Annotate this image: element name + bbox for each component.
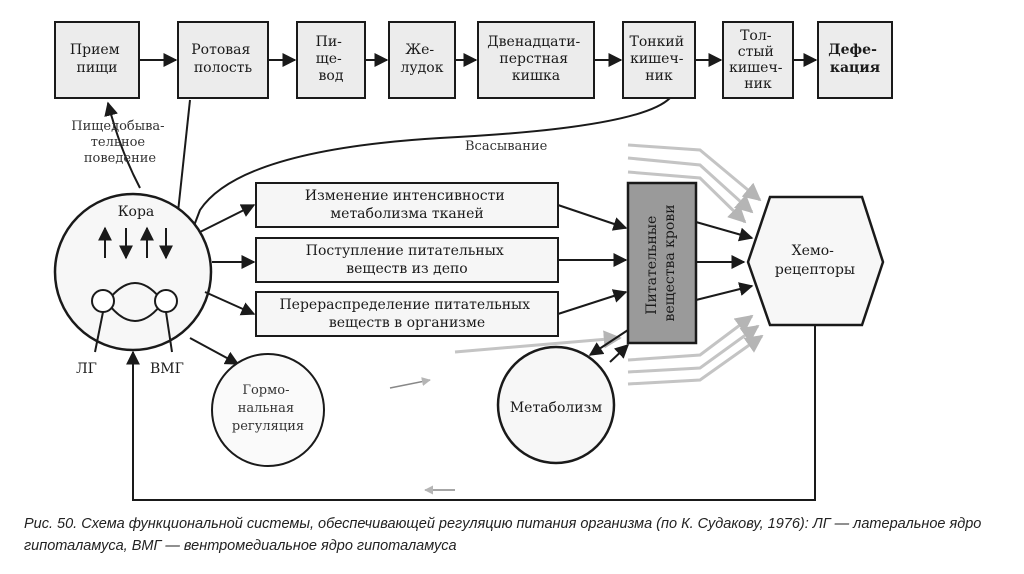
box-depot-nutrients: Поступление питательных веществ из депо	[255, 237, 559, 283]
box-redistribution: Перераспределение питательных веществ в …	[255, 291, 559, 337]
chemoreceptors-node: Хемо- рецепторы	[746, 195, 885, 327]
lg-pointer	[94, 311, 104, 353]
label-depot-nutrients: Поступление питательных веществ из депо	[306, 243, 509, 277]
blood-nutrients-label: Питательные вещества крови	[644, 204, 678, 321]
chain-box-oral-cavity: Ротовая полость	[177, 21, 269, 99]
chain-box-duodenum: Двенадцати- перстная кишка	[477, 21, 595, 99]
vmg-label: ВМГ	[150, 361, 184, 377]
hormonal-regulation-label: Гормо- нальная регуляция	[232, 383, 304, 434]
chain-label-food-intake: Прием пищи	[70, 42, 124, 76]
metabolism-to-blood-arrow	[609, 344, 630, 363]
chain-label-oral-cavity: Ротовая полость	[191, 42, 255, 76]
blood-to-chemo-arrows	[695, 221, 754, 301]
metabolism-node: Метаболизм	[496, 345, 616, 465]
digestive-chain: Прием пищи Ротовая полость Пи- ще- вод Ж…	[54, 21, 893, 99]
chain-label-small-intestine: Тонкий кишеч- ник	[630, 34, 689, 84]
figure-caption: Рис. 50. Схема функциональной системы, о…	[24, 516, 982, 554]
cortex-updown-arrows	[98, 226, 173, 260]
label-redistribution: Перераспределение питательных веществ в …	[279, 297, 534, 331]
chain-label-large-intestine: Тол- стый кишеч- ник	[729, 28, 787, 92]
chain-label-esophagus: Пи- ще- вод	[316, 34, 347, 84]
hypothalamus-loop-bottom	[109, 305, 161, 322]
hypothalamus-loop-top	[109, 282, 161, 299]
chain-label-stomach: Же- лудок	[401, 42, 444, 76]
chain-box-defecation: Дефе- кация	[817, 21, 893, 99]
grey-stream-lines	[389, 143, 764, 389]
lg-label: ЛГ	[76, 361, 97, 377]
chain-label-duodenum: Двенадцати- перстная кишка	[487, 34, 584, 84]
box-metabolism-intensity: Изменение интенсивности метаболизма ткан…	[255, 182, 559, 228]
chain-box-esophagus: Пи- ще- вод	[296, 21, 366, 99]
chain-box-large-intestine: Тол- стый кишеч- ник	[722, 21, 794, 99]
metabolism-label: Метаболизм	[510, 400, 602, 416]
label-metabolism-intensity: Изменение интенсивности метаболизма ткан…	[305, 188, 509, 222]
to-blood-arrows	[557, 204, 628, 315]
absorption-label: Всасывание	[465, 139, 548, 154]
behavior-arrow	[104, 101, 141, 189]
chain-box-small-intestine: Тонкий кишеч- ник	[622, 21, 696, 99]
blood-nutrients-column: Питательные вещества крови	[626, 181, 698, 345]
chemoreceptors-label: Хемо- рецепторы	[775, 243, 855, 278]
chain-box-stomach: Же- лудок	[388, 21, 456, 99]
blood-to-metabolism-arrow	[588, 329, 629, 356]
vmg-pointer	[165, 311, 173, 353]
hormonal-regulation-node: Гормо- нальная регуляция	[211, 353, 325, 467]
vmg-nucleus	[154, 289, 178, 313]
cortex-label: Кора	[118, 204, 155, 220]
chain-box-food-intake: Прием пищи	[54, 21, 140, 99]
cortex-node: Кора	[53, 192, 213, 352]
chain-label-defecation: Дефе- кация	[828, 42, 882, 76]
lg-nucleus	[91, 289, 115, 313]
feedback-loop	[126, 325, 816, 501]
cortex-outputs	[189, 204, 256, 365]
behavior-label: Пищедобыва- тельное поведение	[71, 119, 168, 166]
absorption-arrow	[175, 97, 671, 270]
middle-boxes: Изменение интенсивности метаболизма ткан…	[255, 182, 559, 337]
